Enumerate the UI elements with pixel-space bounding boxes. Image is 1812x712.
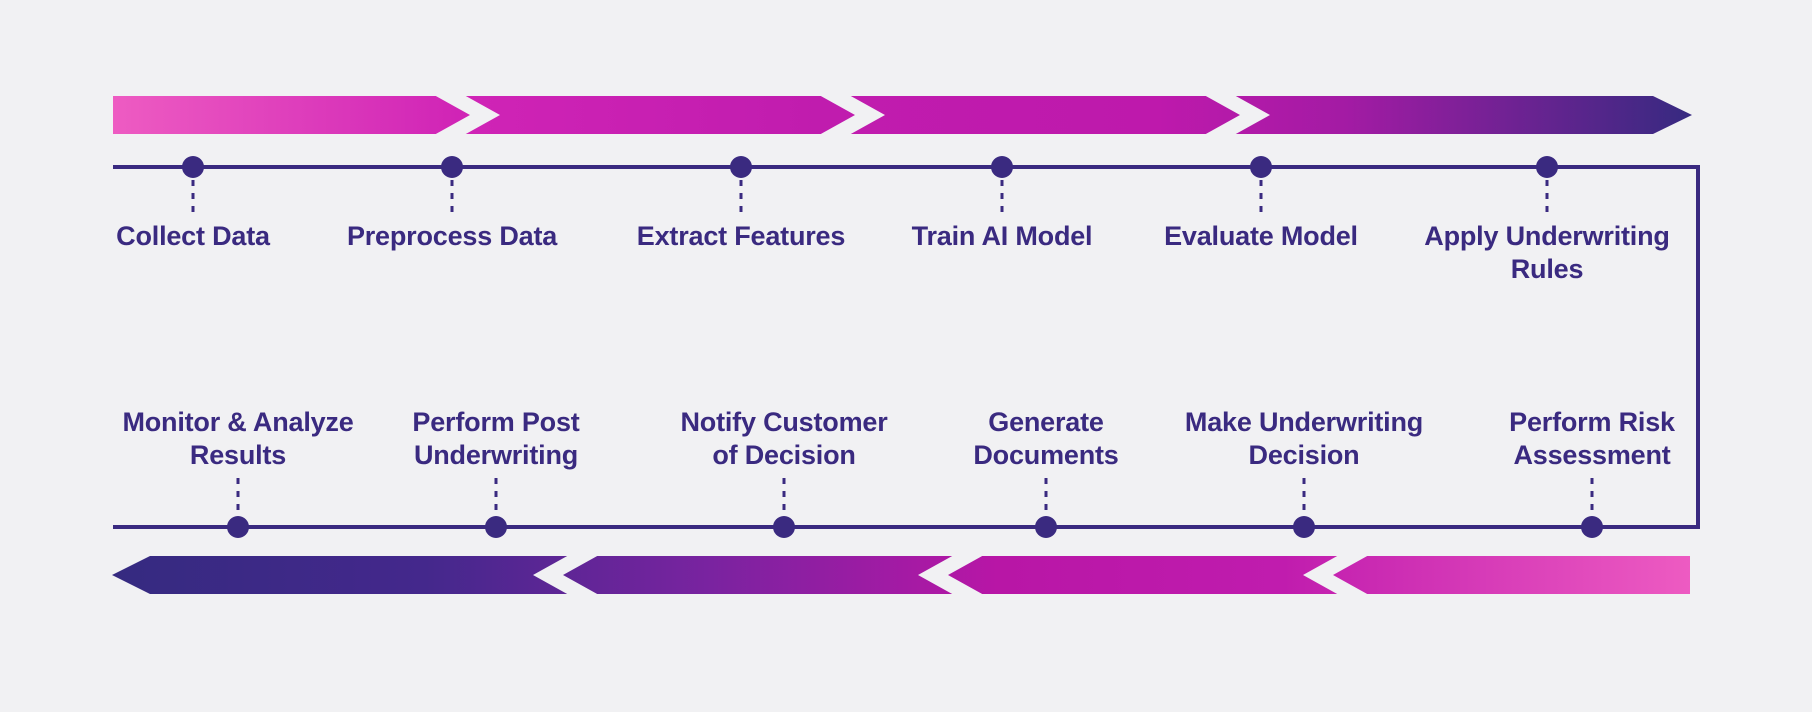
step-label-preprocess-data: Preprocess Data <box>346 221 558 251</box>
step-label-evaluate-model: Evaluate Model <box>1164 221 1358 251</box>
timeline-connector <box>113 165 1700 529</box>
bottom-step-markers <box>227 478 1603 538</box>
step-label-make-underwriting-decision: Make Underwriting Decision <box>1184 407 1424 470</box>
step-label-perform-post-underwriting: Perform Post Underwriting <box>412 407 580 470</box>
step-marker-preprocess-data[interactable] <box>441 156 463 216</box>
top-step-markers <box>182 156 1558 216</box>
step-marker-extract-features[interactable] <box>730 156 752 216</box>
top-progress-arrow <box>113 96 1692 134</box>
step-label-apply-underwriting-rules: Apply Underwriting Rules <box>1424 221 1670 284</box>
bottom-progress-arrow <box>112 556 1690 594</box>
step-marker-perform-post-underwriting[interactable] <box>485 478 507 538</box>
step-marker-apply-underwriting-rules[interactable] <box>1536 156 1558 216</box>
step-marker-notify-customer-of-decision[interactable] <box>773 478 795 538</box>
step-label-perform-risk-assessment: Perform Risk Assessment <box>1509 407 1675 470</box>
step-marker-generate-documents[interactable] <box>1035 478 1057 538</box>
step-label-generate-documents: Generate Documents <box>973 407 1119 470</box>
step-label-monitor-analyze-results: Monitor & Analyze Results <box>122 407 354 470</box>
step-label-train-ai-model: Train AI Model <box>911 221 1093 251</box>
step-marker-train-ai-model[interactable] <box>991 156 1013 216</box>
step-marker-collect-data[interactable] <box>182 156 204 216</box>
step-marker-evaluate-model[interactable] <box>1250 156 1272 216</box>
step-label-notify-customer-of-decision: Notify Customer of Decision <box>680 407 888 470</box>
step-marker-make-underwriting-decision[interactable] <box>1293 478 1315 538</box>
step-marker-monitor-analyze-results[interactable] <box>227 478 249 538</box>
step-label-extract-features: Extract Features <box>636 221 846 251</box>
step-label-collect-data: Collect Data <box>116 221 270 251</box>
step-marker-perform-risk-assessment[interactable] <box>1581 478 1603 538</box>
